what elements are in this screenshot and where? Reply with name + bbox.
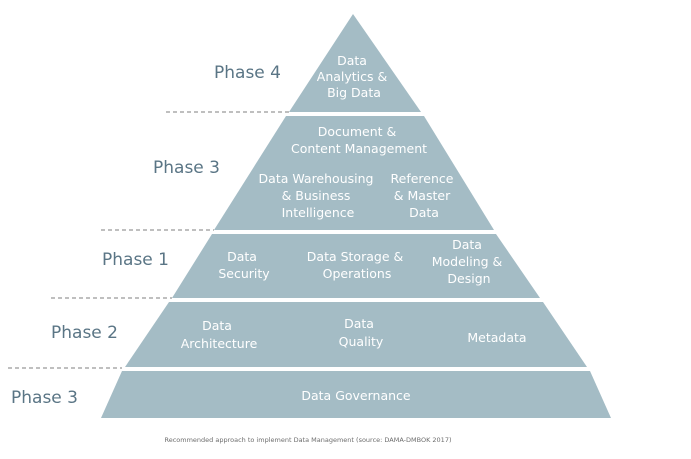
tier-base: [101, 371, 611, 418]
caption: Recommended approach to implement Data M…: [164, 436, 451, 444]
data-storage-operations-label: Data Storage & Operations: [307, 249, 407, 281]
tier-third: [172, 234, 540, 298]
data-modeling-design-label: Data Modeling & Design: [432, 237, 507, 286]
phase-label: Phase 1: [102, 250, 169, 270]
data-quality-label: Data Quality: [339, 316, 384, 349]
reference-master-data-label: Reference & Master Data: [391, 171, 458, 220]
tier-fourth: [125, 302, 587, 367]
phase-label: Phase 3: [153, 158, 220, 178]
data-warehousing-bi-label: Data Warehousing & Business Intelligence: [259, 171, 378, 220]
document-content-management-label: Document & Content Management: [291, 124, 427, 156]
data-governance-label: Data Governance: [301, 388, 411, 403]
metadata-label: Metadata: [467, 330, 526, 345]
data-analytics-big-data-label: Data Analytics & Big Data: [317, 53, 391, 100]
tier-second: [214, 116, 494, 230]
phase-label: Phase 3: [11, 388, 78, 408]
data-architecture-label: Data Architecture: [181, 318, 258, 351]
phase-label: Phase 2: [51, 323, 118, 343]
phase-label: Phase 4: [214, 63, 281, 83]
tier-top: [289, 14, 421, 112]
data-security-label: Data Security: [218, 249, 270, 281]
